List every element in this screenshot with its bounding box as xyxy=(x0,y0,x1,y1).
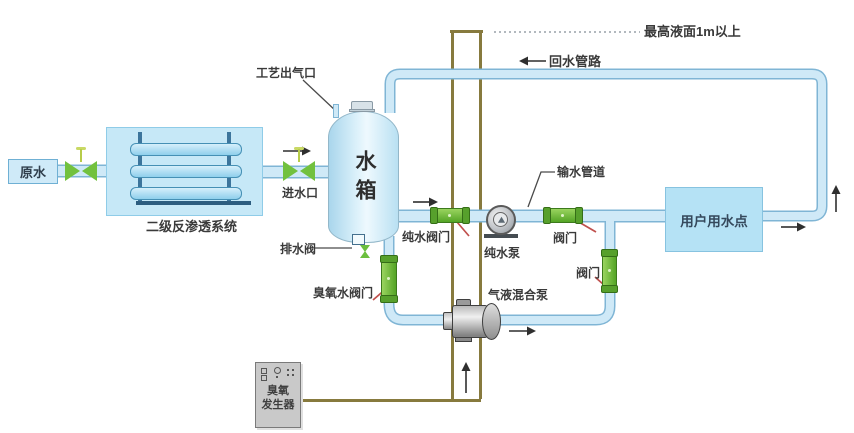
valve-cap xyxy=(430,207,438,224)
valve-wedge-left xyxy=(65,161,80,181)
flow-arrow-riser-up xyxy=(831,185,841,212)
ozone-water-valve-icon xyxy=(380,255,398,303)
drain-wedge-bottom xyxy=(360,251,370,258)
gas-liquid-mixing-pump-icon xyxy=(452,305,488,338)
ozone-generator-label-line1: 臭氧 xyxy=(267,385,289,397)
valve-dot xyxy=(561,213,564,217)
valve-after-pump-icon xyxy=(543,207,583,224)
pipe-mixing-out xyxy=(500,214,614,324)
pump-base xyxy=(484,234,518,238)
generator-indicator-square xyxy=(261,368,267,374)
return-pipe-label: 回水管路 xyxy=(549,54,602,69)
flow-arrow-ozone-up xyxy=(461,362,471,393)
branch-valve-label: 阀门 xyxy=(576,266,601,280)
ozone-generator-box: 臭氧 发生器 xyxy=(255,362,301,428)
ozone-generator-label: 臭氧 发生器 xyxy=(256,385,300,413)
pipe-return-loop xyxy=(386,70,826,220)
ro-system-label: 二级反渗透系统 xyxy=(146,219,238,234)
mixing-pump-end-cap xyxy=(482,303,501,340)
flow-arrow-return-left xyxy=(519,56,546,66)
valve-cap xyxy=(601,249,618,257)
generator-indicator-dot xyxy=(292,374,294,376)
valve-cap xyxy=(462,207,470,224)
pipe-tank-to-mixing xyxy=(385,236,452,324)
user-water-point-label: 用户用水点 xyxy=(680,213,748,229)
ro-membrane-tube xyxy=(130,143,242,156)
ozone-water-valve-label: 臭氧水阀门 xyxy=(313,286,374,300)
ro-membrane-tube xyxy=(130,165,242,178)
delivery-pointer-line xyxy=(527,171,555,208)
raw-water-valve-icon xyxy=(65,147,97,181)
gas-liquid-mixing-pump-label: 气液混合泵 xyxy=(488,288,549,302)
inlet-label: 进水口 xyxy=(282,186,319,200)
water-tank xyxy=(328,111,399,243)
generator-indicator-light xyxy=(274,367,281,374)
generator-indicator-dot xyxy=(276,376,278,378)
raw-water-box: 原水 xyxy=(8,159,58,184)
valve-handle xyxy=(294,147,304,150)
flow-arrow-mixing-out xyxy=(509,326,536,336)
valve-cap xyxy=(380,295,398,303)
process-vent-label: 工艺出气口 xyxy=(256,66,317,80)
valve-dot xyxy=(387,277,390,280)
ro-system-box xyxy=(106,127,263,216)
generator-indicator-square xyxy=(261,375,267,381)
valve-cap xyxy=(380,255,398,263)
flow-arrows xyxy=(283,56,841,393)
valve-stem xyxy=(80,149,82,162)
valve-wedge-left xyxy=(283,161,298,181)
valve-stem xyxy=(298,149,300,162)
generator-indicator-dot xyxy=(292,369,294,371)
tank-cap-flange xyxy=(349,109,375,112)
generator-indicator-dot xyxy=(287,374,289,376)
drain-valve-icon xyxy=(360,245,370,258)
max-liquid-level-label: 最高液面1m以上 xyxy=(644,24,741,39)
valve-wedge-right xyxy=(300,161,315,181)
ro-base-frame xyxy=(136,201,251,205)
pure-water-valve-label: 纯水阀门 xyxy=(402,230,451,244)
pure-water-valve-icon xyxy=(430,207,470,224)
user-water-point-box: 用户用水点 xyxy=(665,187,763,252)
tank-drain-port xyxy=(352,234,365,245)
pump-impeller-icon xyxy=(497,216,506,223)
drain-wedge-top xyxy=(360,245,370,252)
tank-label: 水箱 xyxy=(353,150,376,208)
inlet-valve-icon xyxy=(283,147,315,181)
ro-membrane-tube xyxy=(130,187,242,200)
valve-dot xyxy=(607,269,611,272)
vent-pointer-line xyxy=(302,79,338,113)
valve-cap xyxy=(601,285,618,293)
valve-after-pump-label: 阀门 xyxy=(553,231,578,245)
flow-arrow-tank-outlet xyxy=(413,197,438,207)
delivery-pipe-label: 输水管道 xyxy=(557,165,606,179)
generator-indicator-dot xyxy=(287,369,289,371)
pure-water-pump-label: 纯水泵 xyxy=(484,246,521,260)
raw-water-label: 原水 xyxy=(19,165,46,180)
drain-valve-label: 排水阀 xyxy=(280,242,317,256)
valve-dot xyxy=(448,213,451,217)
process-vent-port xyxy=(333,104,339,118)
valve-cap xyxy=(575,207,583,224)
valve-wedge-right xyxy=(82,161,97,181)
valve-handle xyxy=(76,147,86,150)
flow-arrow-user-out xyxy=(781,222,806,232)
valve-cap xyxy=(543,207,551,224)
branch-valve-icon xyxy=(601,249,618,293)
ozone-generator-label-line2: 发生器 xyxy=(261,398,295,411)
